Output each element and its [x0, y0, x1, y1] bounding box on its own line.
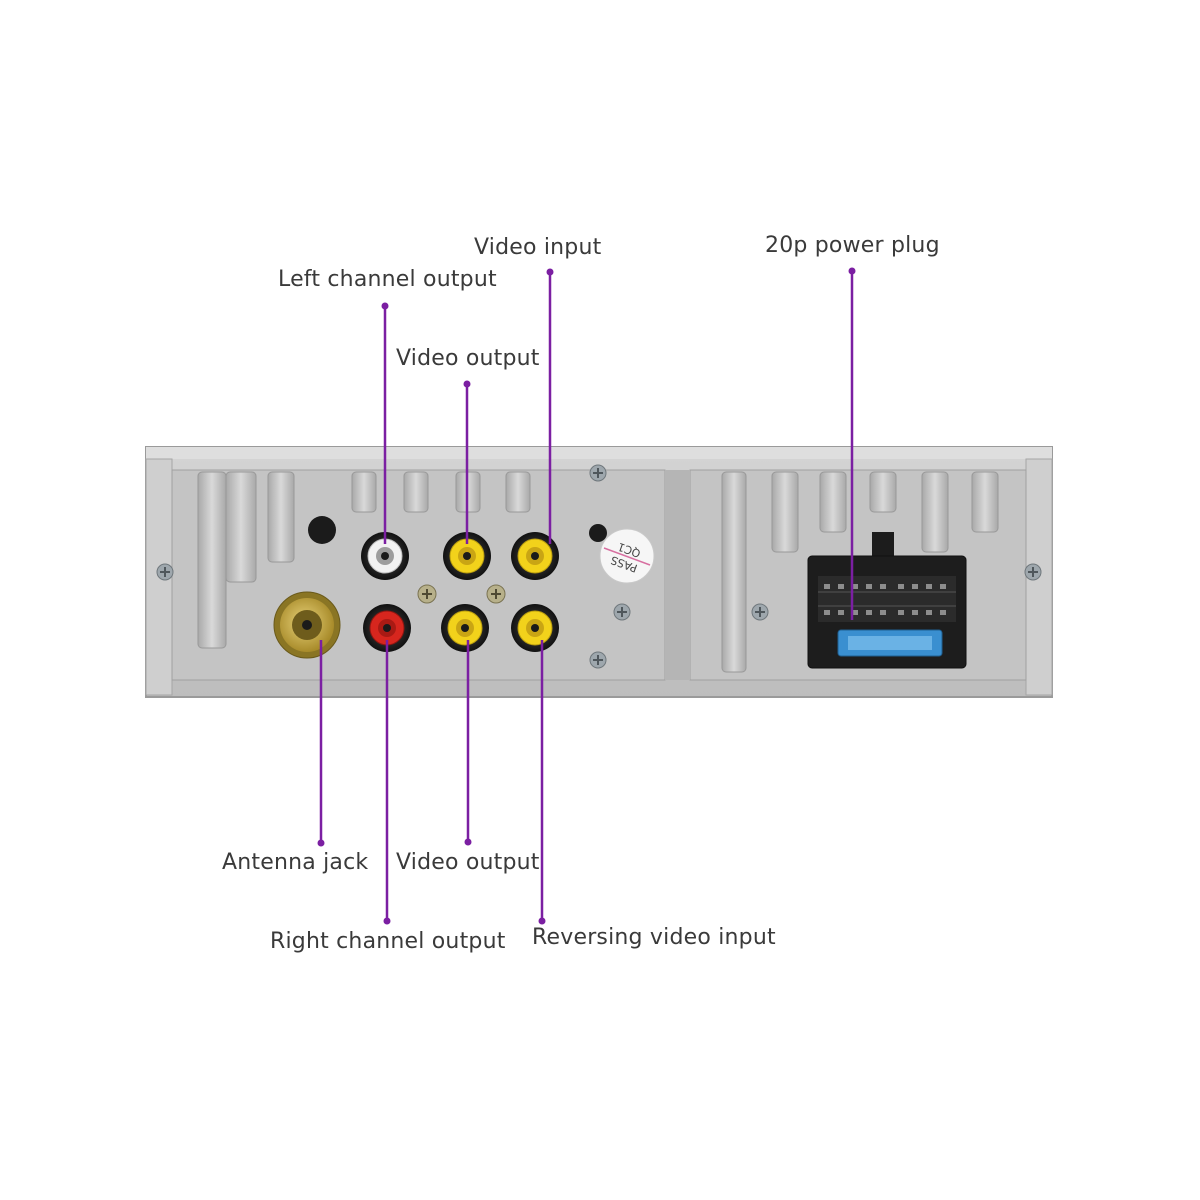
label-right-channel-output: Right channel output	[270, 929, 506, 954]
qc-pass-sticker: PASS QC1	[599, 528, 655, 584]
screw-icon	[751, 603, 769, 621]
label-video-output-bottom: Video output	[396, 850, 540, 875]
screw-icon	[156, 563, 174, 581]
label-power-plug: 20p power plug	[765, 233, 940, 258]
mounting-hole	[308, 516, 336, 544]
mounting-hole	[589, 524, 607, 542]
fuse	[837, 629, 943, 657]
screw-icon	[613, 603, 631, 621]
label-reversing-video-input: Reversing video input	[532, 925, 776, 950]
label-video-output-top: Video output	[396, 346, 540, 371]
screw-icon	[589, 651, 607, 669]
screws	[156, 464, 1042, 669]
rca-jack-reversing-video	[511, 604, 559, 652]
antenna-jack	[273, 591, 341, 659]
panel-ribs	[197, 471, 999, 673]
leader-lines	[317, 267, 856, 925]
screw-icon	[417, 584, 437, 604]
power-plug-connector	[807, 532, 967, 669]
rca-jack-right-channel	[363, 604, 411, 652]
label-antenna-jack: Antenna jack	[222, 850, 369, 875]
rca-jack-video-input	[511, 532, 559, 580]
screw-icon	[486, 584, 506, 604]
screw-icon	[589, 464, 607, 482]
screw-icon	[1024, 563, 1042, 581]
rca-jack-video-output-top	[443, 532, 491, 580]
rca-jack-left-channel	[361, 532, 409, 580]
label-video-input: Video input	[474, 235, 602, 260]
label-left-channel-output: Left channel output	[278, 267, 497, 292]
rca-jack-video-output-bottom	[441, 604, 489, 652]
